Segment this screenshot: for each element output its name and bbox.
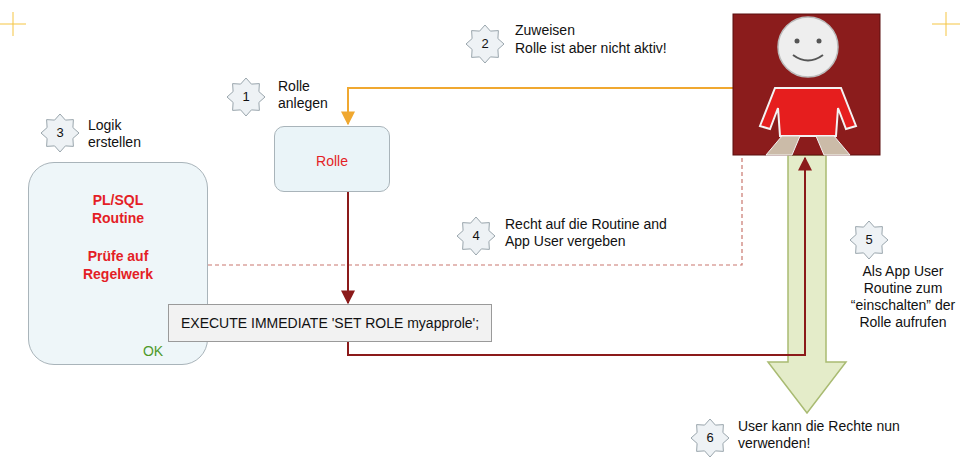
callout-number: 5 bbox=[859, 231, 879, 248]
callout-star bbox=[691, 419, 729, 457]
ok-label: OK bbox=[140, 343, 166, 360]
callout-text: Zuweisen bbox=[515, 22, 715, 39]
callout-star bbox=[227, 78, 265, 116]
callout-text: Recht auf die Routine and App User verge… bbox=[505, 216, 690, 250]
node-text: Rolle bbox=[275, 152, 389, 170]
callout-star bbox=[41, 114, 79, 152]
user-figure bbox=[733, 14, 880, 155]
callout-text: Rolle anlegen bbox=[278, 78, 338, 112]
role-box: Rolle bbox=[274, 126, 390, 192]
callout-number: 6 bbox=[700, 429, 720, 446]
callout-number: 2 bbox=[475, 35, 495, 52]
callout-number: 4 bbox=[466, 227, 486, 244]
flow-arrow bbox=[347, 192, 349, 303]
callout-text: Rolle ist aber nicht aktiv! bbox=[515, 40, 715, 57]
code-text: EXECUTE IMMEDIATE 'SET ROLE myapprole'; bbox=[181, 314, 479, 332]
flow-band-arrow bbox=[768, 155, 846, 413]
callout-star bbox=[457, 217, 495, 255]
callout-text: Als App User Routine zum “einschalten” d… bbox=[849, 263, 957, 331]
callout-text: Logik erstellen bbox=[88, 117, 150, 151]
node-text: PL/SQL Routine bbox=[71, 191, 166, 227]
assign-line bbox=[348, 88, 733, 124]
callout-text: User kann die Rechte nun verwenden! bbox=[738, 418, 903, 452]
callout-number: 1 bbox=[236, 88, 256, 105]
callout-star bbox=[850, 221, 888, 259]
callout-star bbox=[466, 25, 504, 63]
node-text: Prüfe auf Regelwerk bbox=[71, 247, 166, 283]
callout-number: 3 bbox=[50, 124, 70, 141]
code-box: EXECUTE IMMEDIATE 'SET ROLE myapprole'; bbox=[168, 304, 492, 342]
